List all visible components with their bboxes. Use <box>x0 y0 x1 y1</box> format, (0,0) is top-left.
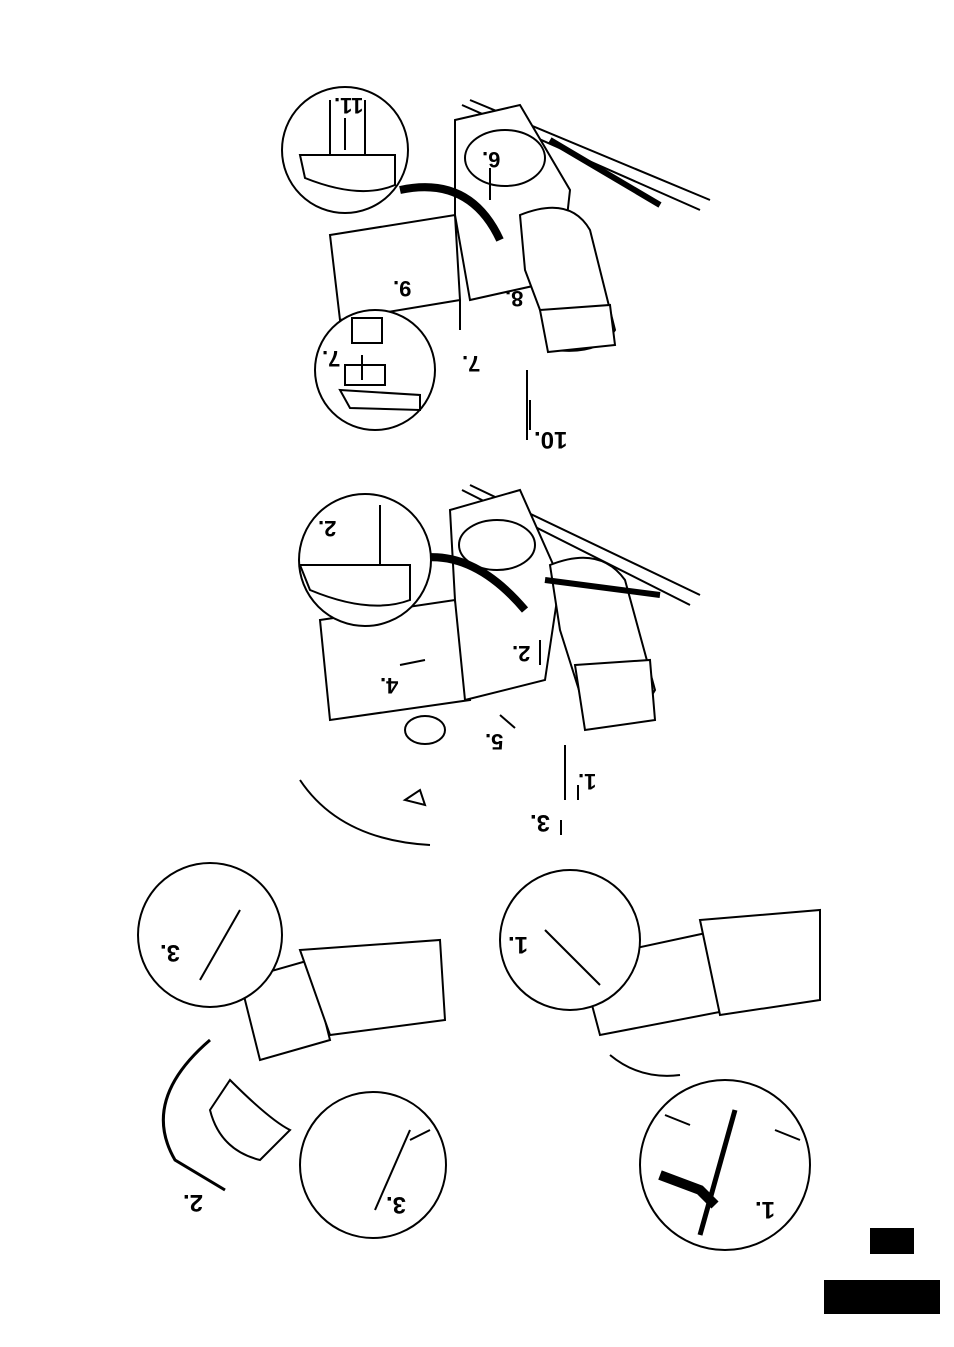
step-label: 2. <box>512 640 530 666</box>
section-tab-marker <box>824 1280 940 1314</box>
step-label: 5. <box>485 728 503 754</box>
step-label: 2. <box>318 515 336 541</box>
step-label: 9. <box>393 275 411 301</box>
illustration-bottom-left <box>138 863 446 1238</box>
step-label: 10. <box>534 425 567 453</box>
step-label: 8. <box>505 285 523 311</box>
illustration-top <box>282 87 710 440</box>
step-label: 7. <box>322 345 340 371</box>
illustration-bottom-right <box>500 870 820 1250</box>
step-label: 2. <box>183 1188 203 1216</box>
step-label: 1. <box>508 930 528 958</box>
step-label: 1. <box>578 768 596 794</box>
step-label: 11. <box>334 92 363 118</box>
step-label: 4. <box>380 672 398 698</box>
step-label: 3. <box>386 1190 406 1218</box>
step-label: 7. <box>462 350 480 376</box>
step-label: 3. <box>160 938 180 966</box>
page-tab-marker <box>870 1228 914 1254</box>
illustration-middle <box>299 485 700 845</box>
step-label: 3. <box>530 808 550 836</box>
step-label: 6. <box>482 146 500 172</box>
step-label: 1. <box>755 1195 775 1223</box>
